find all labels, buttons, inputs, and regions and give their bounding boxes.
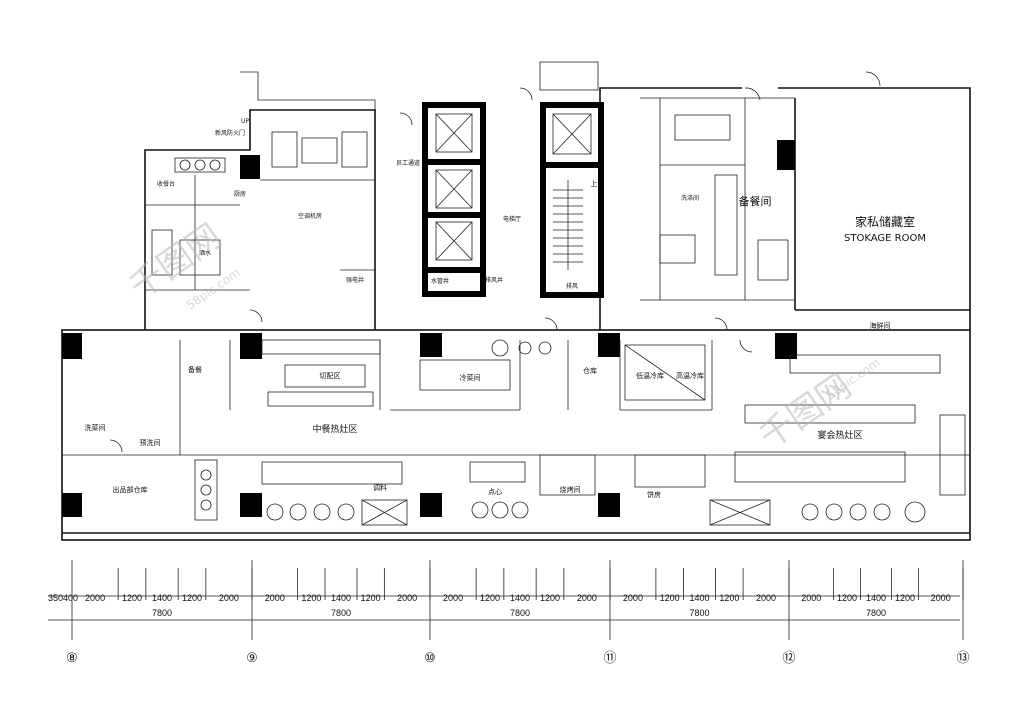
dim-segment-label: 1200 [837, 593, 857, 603]
label-ac-room: 空调机房 [298, 212, 322, 220]
axis-marker: ⑫ [782, 650, 795, 665]
dim-segment-label: 1200 [182, 593, 202, 603]
dim-segment-label: 1200 [660, 593, 680, 603]
watermark: 千图网 58pic.com 千图网 58pic.com [122, 216, 883, 457]
dim-bay-total: 7800 [510, 608, 530, 618]
dim-segment-label: 2000 [219, 593, 239, 603]
label-bakery: 饼房 [647, 490, 661, 499]
dim-segment-label: 1400 [152, 593, 172, 603]
label-storage-room-cn: 家私储藏室 [855, 214, 915, 229]
dim-segment-label: 1200 [361, 593, 381, 603]
label-cutting: 切配区 [320, 372, 341, 380]
label-dim-sum: 点心 [488, 488, 502, 496]
label-prep-room: 备餐间 [739, 194, 772, 208]
dim-bay-total: 7800 [866, 608, 886, 618]
dimension-texts: 2000 1200 1400 1200 2000 7800 2000 1200 1400 1200… [85, 593, 951, 618]
dim-bay-total: 7800 [152, 608, 172, 618]
axis-marker: ⑨ [246, 650, 258, 665]
label-up: UP [241, 118, 249, 125]
label-warehouse: 仓库 [583, 366, 597, 375]
label-storage-room-en: STOKAGE ROOM [844, 233, 926, 244]
label-wine: 酒水 [199, 249, 211, 257]
label-chinese-hot-kitchen: 中餐热灶区 [312, 423, 357, 435]
dim-bay-total: 7800 [331, 608, 351, 618]
dim-segment-label: 2000 [443, 593, 463, 603]
room-labels: 家私储藏室 STOKAGE ROOM 备餐间 中餐热灶区 宴会热灶区 出品部仓库… [85, 118, 926, 499]
label-wash-room: 洗涤间 [681, 194, 699, 202]
label-seafood-room: 海鲜间 [870, 321, 891, 330]
label-product-store: 出品部仓库 [113, 485, 148, 494]
dim-segment-label: 1200 [301, 593, 321, 603]
dim-bay-total: 7800 [689, 608, 709, 618]
axis-marker: ⑩ [424, 650, 436, 665]
interior-partitions [62, 71, 970, 526]
label-cold-dish: 冷菜间 [460, 373, 481, 382]
label-water-shaft: 水管井 [431, 277, 449, 285]
dimension-ticks [117, 568, 964, 600]
label-fresh-air-door: 新风防火门 [215, 129, 245, 137]
dim-first-prefix: 350400 [48, 593, 78, 603]
dim-segment-label: 1200 [895, 593, 915, 603]
dim-segment-label: 1400 [689, 593, 709, 603]
structural-columns [62, 140, 797, 517]
axis-markers: ⑧ ⑨ ⑩ ⑪ ⑫ ⑬ [66, 650, 969, 665]
dim-segment-label: 2000 [931, 593, 951, 603]
axis-marker: ⑪ [603, 650, 616, 665]
label-washing-area: 洗菜间 [85, 423, 106, 432]
label-prep-small: 备餐 [188, 365, 202, 374]
dim-segment-label: 1400 [866, 593, 886, 603]
label-elevator-hall: 电梯厅 [503, 215, 521, 223]
label-exhaust: 排风井 [485, 276, 503, 284]
label-seasoning: 调料 [373, 483, 387, 492]
dim-segment-label: 2000 [397, 593, 417, 603]
elevator-core [422, 61, 604, 298]
dim-segment-label: 2000 [801, 593, 821, 603]
dim-segment-label: 2000 [577, 593, 597, 603]
label-freezer: 高温冷库 [676, 371, 704, 380]
dim-segment-label: 2000 [265, 593, 285, 603]
axis-marker: ⑧ [66, 650, 78, 665]
label-roast-room: 烧烤间 [560, 485, 581, 494]
dim-segment-label: 2000 [623, 593, 643, 603]
dim-segment-label: 1400 [510, 593, 530, 603]
dim-segment-label: 2000 [85, 593, 105, 603]
dim-segment-label: 1200 [540, 593, 560, 603]
dim-segment-label: 1200 [122, 593, 142, 603]
label-pre-wash: 预洗间 [140, 438, 161, 447]
label-receiving: 收餐台 [157, 180, 175, 188]
dim-segment-label: 1200 [719, 593, 739, 603]
dim-segment-label: 2000 [756, 593, 776, 603]
label-banquet-hot-kitchen: 宴会热灶区 [817, 429, 862, 441]
axis-marker: ⑬ [956, 650, 969, 665]
label-kitchen-office: 厨房 [234, 190, 246, 198]
label-power-shaft: 强电井 [346, 276, 364, 284]
dim-segment-label: 1400 [331, 593, 351, 603]
label-cold-room: 低温冷库 [636, 371, 664, 380]
dim-segment-label: 1200 [480, 593, 500, 603]
label-up-cn: 上 [591, 179, 598, 188]
label-smoke-exhaust: 排风 [566, 282, 578, 290]
label-staff-corridor: 员工通道 [396, 159, 420, 167]
